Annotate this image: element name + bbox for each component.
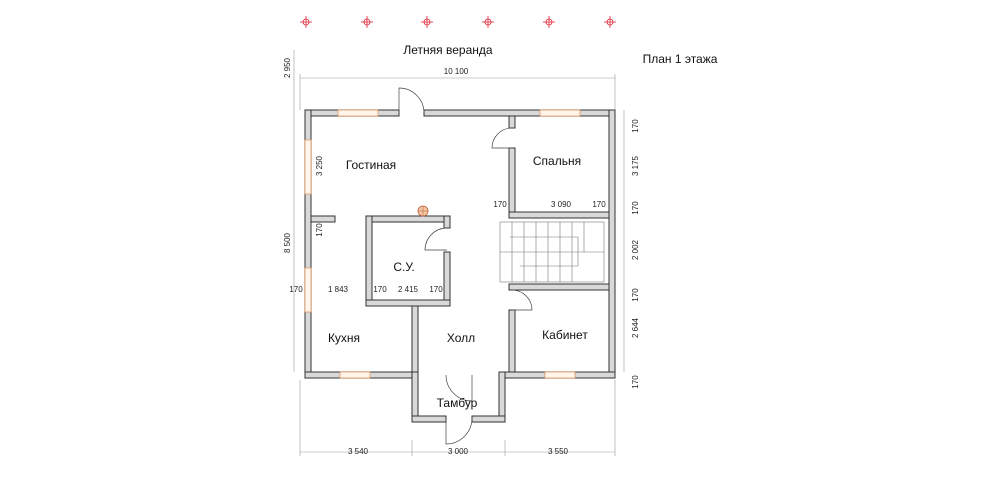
dim-bedroom-wall-right: 170 — [592, 200, 606, 209]
room-label-living: Гостиная — [346, 158, 396, 172]
room-label-bedroom: Спальня — [533, 154, 581, 168]
wall-kitchen-hall — [411, 305, 419, 373]
dim-veranda-depth: 2 950 — [283, 57, 292, 78]
dim-su-width: 2 415 — [398, 285, 419, 294]
dim-right-office: 2 644 — [631, 317, 640, 338]
dim-stair-wall: 170 — [493, 200, 507, 209]
wall-bedroom-bottom — [508, 211, 610, 219]
wall-tambur-left — [411, 371, 419, 423]
doors — [398, 87, 533, 445]
veranda-title: Летняя веранда — [403, 43, 492, 57]
dim-su-wall-left: 170 — [373, 285, 387, 294]
window — [337, 109, 379, 117]
room-label-kitchen: Кухня — [328, 331, 360, 345]
dim-right-wall-bottom: 170 — [631, 375, 640, 389]
window — [539, 109, 581, 117]
door-office — [511, 289, 533, 311]
dim-wall-left-low: 170 — [289, 285, 303, 294]
axis-marker-icon — [421, 16, 433, 28]
dim-bottom-right: 3 550 — [548, 447, 569, 456]
wall-office-left — [508, 309, 516, 373]
staircase — [499, 221, 605, 283]
dim-bottom-mid: 3 000 — [448, 447, 469, 456]
dim-bedroom-width: 3 090 — [551, 200, 572, 209]
room-label-hall: Холл — [447, 331, 475, 345]
wall-top-right — [423, 109, 616, 117]
wall-su-bottom — [365, 299, 451, 307]
dim-right-wall-2: 170 — [631, 201, 640, 215]
wall-tambur-bottom-l — [411, 415, 447, 423]
wall-office-top — [508, 283, 610, 291]
windows — [304, 109, 581, 379]
dim-living-depth: 3 250 — [315, 155, 324, 176]
room-label-bathroom: С.У. — [393, 260, 414, 274]
wall-tambur-right — [498, 371, 506, 423]
door-tambur — [445, 374, 473, 402]
axis-marker-icon — [543, 16, 555, 28]
room-label-vestibule: Тамбур — [437, 396, 478, 410]
dim-right-stair: 2 002 — [631, 239, 640, 260]
dim-overall-depth: 8 500 — [283, 232, 292, 253]
wall-right — [608, 109, 616, 379]
stove-icon — [417, 205, 429, 217]
wall-su-left — [365, 215, 373, 307]
dim-bottom-left: 3 540 — [348, 447, 369, 456]
dim-overall-width: 10 100 — [444, 67, 469, 76]
axis-marker-icon — [361, 16, 373, 28]
dim-right-wall-top: 170 — [631, 119, 640, 133]
axis-markers — [300, 16, 616, 28]
wall-su-top — [365, 215, 451, 223]
plan-title: План 1 этажа — [643, 52, 718, 66]
wall-tambur-bottom-r — [471, 415, 506, 423]
dim-right-wall-3: 170 — [631, 288, 640, 302]
axis-marker-icon — [604, 16, 616, 28]
dim-kitchen-width: 1 843 — [328, 285, 349, 294]
window — [339, 371, 371, 379]
wall-kitchen-stub — [310, 215, 336, 223]
wall-bedroom-left — [508, 147, 516, 219]
door-entrance — [445, 418, 473, 445]
door-veranda — [398, 87, 425, 114]
dim-wall-left-mid: 170 — [315, 223, 324, 237]
dim-right-bedroom: 3 175 — [631, 155, 640, 176]
door-su — [424, 227, 448, 251]
window — [304, 267, 312, 313]
window — [304, 139, 312, 195]
wall-su-right-top — [443, 215, 451, 229]
wall-su-right — [443, 251, 451, 307]
dim-su-wall-right: 170 — [429, 285, 443, 294]
window — [544, 371, 576, 379]
wall-bedroom-left-top — [508, 115, 516, 129]
axis-marker-icon — [300, 16, 312, 28]
axis-marker-icon — [482, 16, 494, 28]
door-bedroom — [491, 127, 513, 149]
room-label-office: Кабинет — [542, 328, 588, 342]
